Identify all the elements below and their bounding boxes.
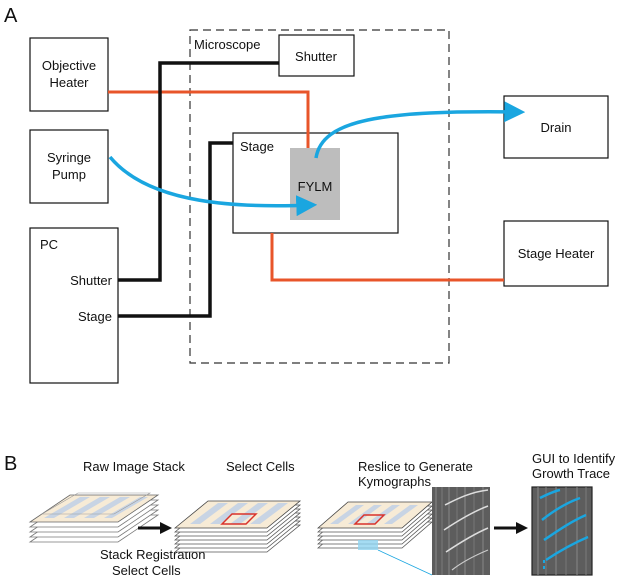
pc-box — [29, 227, 119, 384]
reslice-label-line2: Kymographs — [358, 474, 431, 489]
gui-label-line2: Growth Trace — [532, 466, 610, 481]
kymograph-image — [432, 487, 490, 575]
stage-heater-box — [503, 220, 609, 287]
shutter-label: Shutter — [295, 49, 338, 64]
stage-heater-label: Stage Heater — [518, 246, 595, 261]
reslice-stack — [316, 501, 434, 576]
pc-stage-port-label: Stage — [78, 309, 112, 324]
outflow-arrow — [314, 101, 526, 159]
microscope-enclosure — [189, 29, 450, 364]
syringe-pump-label-line1: Syringe — [47, 150, 91, 165]
syringe-pump-box — [29, 129, 109, 204]
stage-heater-line — [270, 233, 504, 282]
stack-registration-label-line2: Select Cells — [112, 563, 181, 578]
microscope-label: Microscope — [194, 37, 260, 52]
reslice-label-line1: Reslice to Generate — [358, 459, 473, 474]
step1-arrow-head — [160, 522, 172, 534]
pc-shutter-port-label: Shutter — [70, 273, 113, 288]
raw-image-stack — [28, 492, 160, 543]
syringe-pump-label-line2: Pump — [52, 167, 86, 182]
objective-heater-label-line2: Heater — [49, 75, 89, 90]
select-cells-label: Select Cells — [226, 459, 295, 474]
objective-heater-box — [29, 37, 109, 112]
raw-image-stack-label: Raw Image Stack — [83, 459, 185, 474]
inflow-arrow — [108, 155, 318, 217]
panel-b-letter: B — [4, 453, 17, 475]
step2-arrow-head — [516, 522, 528, 534]
select-cells-stack — [173, 500, 302, 553]
panel-a-letter: A — [4, 5, 18, 27]
shutter-box — [278, 34, 355, 77]
gui-growth-trace-image — [531, 486, 593, 576]
objective-heater-label-line1: Objective — [42, 58, 96, 73]
shutter-control-wire — [118, 61, 279, 282]
objective-heater-line — [108, 90, 310, 148]
drain-label: Drain — [540, 120, 571, 135]
gui-label-line1: GUI to Identify — [532, 451, 616, 466]
pc-label: PC — [40, 237, 58, 252]
fylm-label: FYLM — [298, 179, 333, 194]
stage-control-wire — [118, 141, 233, 318]
stage-label: Stage — [240, 139, 274, 154]
